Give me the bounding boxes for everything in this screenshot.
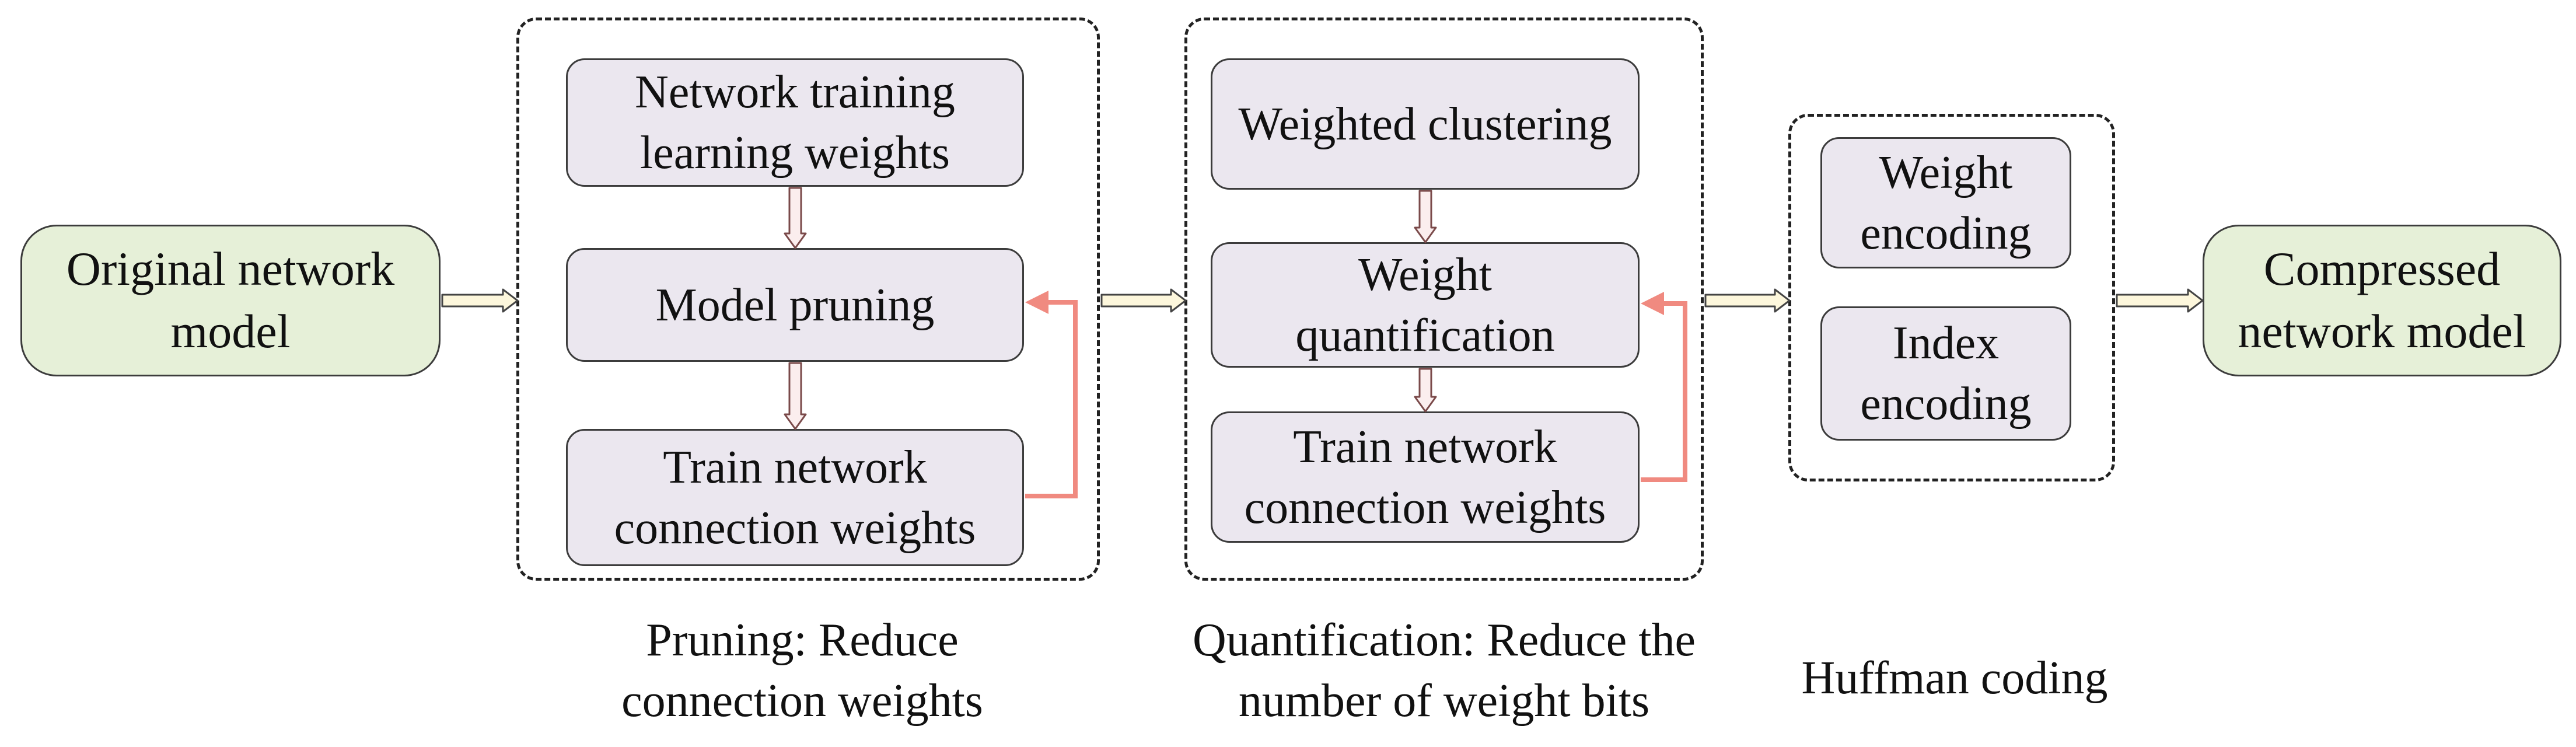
huffman-caption: Huffman coding: [1801, 652, 2108, 704]
quantification-group: [1184, 18, 1704, 581]
arrow-original-to-pruning: [441, 288, 519, 313]
arrow-clustering-to-quant: [1414, 190, 1437, 243]
feedback-arrow-pruning: [1025, 291, 1078, 498]
weighted-clustering-node: Weighted clustering: [1211, 58, 1640, 190]
index-encoding-node: Index encoding: [1820, 306, 2071, 441]
huffman-group: [1788, 114, 2115, 481]
weight-quantification-node: Weight quantification: [1211, 242, 1640, 368]
quantification-caption: Quantification: Reduce the number of wei…: [1193, 615, 1696, 727]
model-pruning-node: Model pruning: [566, 248, 1024, 362]
train-connection-weights-node-1: Train network connection weights: [566, 429, 1024, 566]
arrow-quant-to-retrain: [1414, 368, 1437, 413]
weight-encoding-node: Weight encoding: [1820, 137, 2071, 268]
arrow-huffman-to-compressed: [2116, 288, 2204, 313]
arrow-quantification-to-huffman: [1704, 288, 1791, 313]
network-training-node: Network training learning weights: [566, 58, 1024, 187]
feedback-arrow-quantification: [1641, 292, 1687, 482]
arrow-training-to-pruning: [784, 187, 807, 249]
compressed-network-model-node: Compressed network model: [2203, 225, 2561, 376]
arrow-pruning-to-retrain: [784, 362, 807, 430]
pruning-group: [516, 18, 1100, 581]
arrow-pruning-to-quantification: [1100, 288, 1187, 313]
train-connection-weights-node-2: Train network connection weights: [1211, 411, 1640, 543]
original-network-model-node: Original network model: [20, 225, 441, 376]
pruning-caption: Pruning: Reduce connection weights: [621, 615, 983, 727]
